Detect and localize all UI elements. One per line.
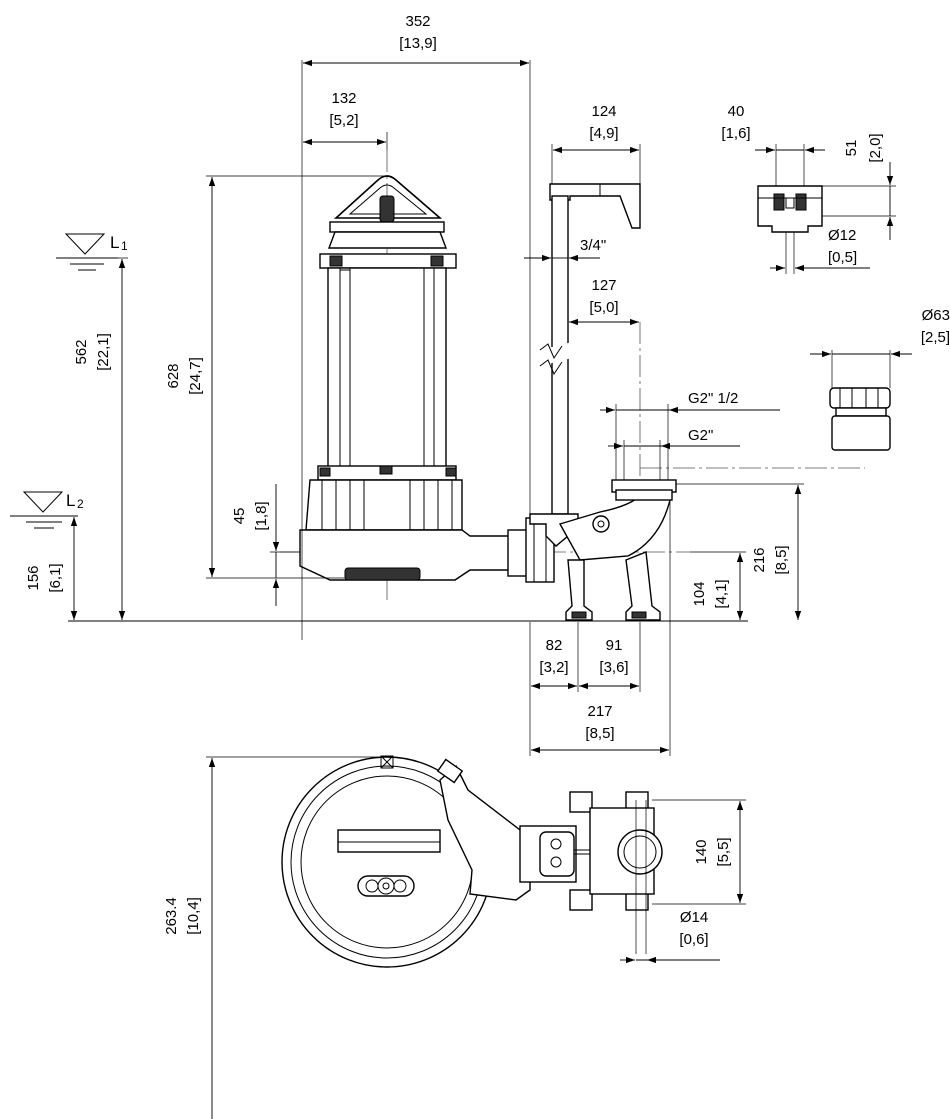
dim-rail-offset-in: [5,0] — [589, 299, 618, 316]
dim-slot-width: 40 [1,6] — [721, 103, 825, 186]
hose-connector-detail — [829, 387, 891, 451]
top-handle — [337, 829, 441, 853]
outlet-circle — [617, 829, 663, 875]
dim-base-width-in: [8,5] — [585, 725, 614, 742]
dim-hose-connector-in: [2,5] — [921, 329, 950, 346]
dim-inlet-height-in: [1,8] — [253, 501, 270, 530]
dim-rail-offset-mm: 127 — [591, 277, 616, 294]
slot-detail — [757, 185, 823, 233]
dim-thread-small: G2" — [608, 427, 740, 480]
dim-axis-offset-mm: 132 — [331, 90, 356, 107]
dim-top-depth-in: [10,4] — [185, 897, 202, 935]
dim-top-depth: 263.4 [10,4] — [163, 756, 386, 1119]
dim-guide-bracket-in: [4,9] — [589, 125, 618, 142]
dim-foot-b-mm: 91 — [606, 637, 623, 654]
dim-level-L1: 562 [22,1] — [73, 259, 126, 620]
dim-level-L2-in: [6,1] — [47, 563, 64, 592]
dim-slot-width-in: [1,6] — [721, 125, 750, 142]
dim-rail-offset: 127 [5,0] — [567, 277, 639, 330]
dim-guide-pipe-size: 3/4" — [580, 237, 606, 254]
dim-slot-hole-in: [0,5] — [828, 249, 857, 266]
dim-axis-offset-in: [5,2] — [329, 112, 358, 129]
dim-foot-height: 104 [4,1] — [690, 551, 746, 620]
dim-outlet-height-mm: 216 — [751, 547, 768, 572]
dim-hose-connector-mm: Ø63 — [922, 307, 950, 324]
pump-body — [305, 479, 463, 531]
suction-inlet — [344, 567, 421, 581]
dim-foot-height-mm: 104 — [691, 581, 708, 606]
dim-slot-width-mm: 40 — [728, 103, 745, 120]
dim-guide-bracket: 124 [4,9] — [551, 103, 641, 184]
dim-thread-small-size: G2" — [688, 427, 713, 444]
dim-overall-width: 352 [13,9] — [301, 13, 531, 640]
dim-guide-pipe: 3/4" — [524, 237, 606, 262]
dim-overall-width-mm: 352 — [405, 13, 430, 30]
dim-inlet-height-mm: 45 — [231, 508, 248, 525]
dim-hose-connector: Ø63 [2,5] — [810, 307, 950, 388]
duck-foot — [565, 559, 593, 621]
dim-level-L2: 156 [6,1] — [25, 517, 78, 620]
pump-side-view — [299, 175, 555, 583]
dim-guide-bracket-mm: 124 — [591, 103, 616, 120]
dim-anchor-spacing: 140 [5,5] — [652, 799, 746, 905]
dim-overall-width-in: [13,9] — [399, 35, 437, 52]
dim-foot-b-in: [3,6] — [599, 659, 628, 676]
dim-top-depth-mm: 263.4 — [163, 897, 180, 935]
dim-outlet-height: 216 [8,5] — [676, 483, 804, 620]
motor-cover — [329, 221, 445, 233]
level-L2: L 2 — [10, 491, 84, 529]
guide-rail-assembly — [529, 183, 677, 621]
dim-level-L1-mm: 562 — [73, 339, 90, 364]
dim-total-height-mm: 628 — [165, 363, 182, 388]
dim-thread-large-size: G2" 1/2 — [688, 390, 738, 407]
dim-base-width-mm: 217 — [587, 703, 612, 720]
pump-top-view — [281, 755, 663, 968]
level-L1-index: 1 — [121, 239, 128, 253]
dim-slot-hole: Ø12 [0,5] — [770, 227, 870, 274]
dim-slot-hole-mm: Ø12 — [828, 227, 856, 244]
dim-foot-a-mm: 82 — [546, 637, 563, 654]
level-L2-letter: L — [66, 491, 75, 510]
dim-total-height: 628 [24,7] — [165, 175, 386, 579]
dim-level-L1-in: [22,1] — [95, 333, 112, 371]
dim-slot-height-mm: 51 — [843, 140, 860, 157]
dim-level-L2-mm: 156 — [25, 565, 42, 590]
dim-anchor-hole: Ø14 [0,6] — [620, 800, 720, 964]
dim-anchor-spacing-in: [5,5] — [715, 837, 732, 866]
dim-total-height-in: [24,7] — [187, 357, 204, 395]
dim-inlet-height: 45 [1,8] — [231, 484, 300, 606]
motor-housing — [327, 267, 447, 469]
dim-slot-height-in: [2,0] — [867, 133, 884, 162]
level-L1: L 1 — [56, 233, 128, 271]
dim-axis-offset: 132 [5,2] — [303, 90, 388, 150]
dim-thread-large: G2" 1/2 — [600, 390, 780, 480]
dim-foot-spacing: 82 [3,2] 91 [3,6] — [529, 500, 671, 756]
dim-anchor-hole-mm: Ø14 — [680, 909, 708, 926]
level-L2-index: 2 — [77, 497, 84, 511]
dim-anchor-spacing-mm: 140 — [693, 839, 710, 864]
dim-foot-height-in: [4,1] — [713, 579, 730, 608]
dim-anchor-hole-in: [0,6] — [679, 931, 708, 948]
dim-slot-height: 51 [2,0] — [822, 133, 896, 240]
dim-foot-a-in: [3,2] — [539, 659, 568, 676]
level-L1-letter: L — [110, 233, 119, 252]
dim-base-width: 217 [8,5] — [531, 703, 669, 754]
dim-outlet-height-in: [8,5] — [773, 545, 790, 574]
lifting-handle — [333, 175, 443, 219]
